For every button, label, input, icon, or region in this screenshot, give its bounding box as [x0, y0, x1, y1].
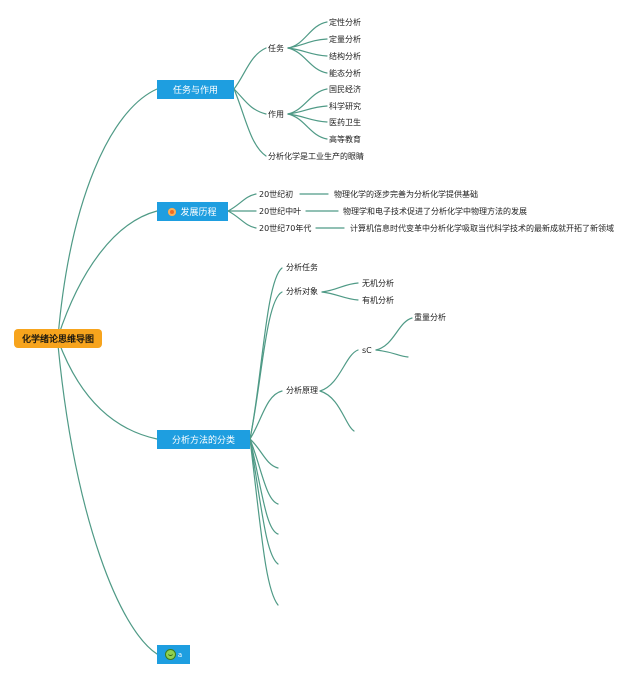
node-task-item-2[interactable]: 定量分析 [329, 35, 361, 44]
connector-root-methods [57, 339, 158, 440]
node-history-desc-3[interactable]: 计算机信息时代变革中分析化学吸取当代科学技术的最新成就开拓了新领域 [350, 224, 614, 233]
smiley-icon [164, 649, 176, 660]
node-method-task[interactable]: 分析任务 [286, 263, 318, 272]
branch-extra-label: a [177, 650, 183, 659]
connector-task-item-4 [287, 47, 328, 74]
branch-history-label: 发展历程 [180, 208, 217, 218]
connector-role-item-3 [287, 113, 328, 123]
node-role-item-1[interactable]: 国民经济 [329, 85, 361, 94]
node-method-object[interactable]: 分析对象 [286, 287, 318, 296]
connector-role-item-1 [287, 88, 328, 115]
node-principle-sc[interactable]: sC [362, 346, 372, 355]
connector-methods-stub-1 [249, 438, 279, 469]
node-object-inorganic[interactable]: 无机分析 [362, 279, 394, 288]
node-role-item-4[interactable]: 高等教育 [329, 135, 361, 144]
node-task[interactable]: 任务 [268, 44, 284, 53]
connector-tasks-task [233, 47, 267, 90]
connector-task-item-1 [287, 21, 328, 49]
node-task-item-3[interactable]: 结构分析 [329, 52, 361, 61]
branch-methods[interactable]: 分析方法的分类 [157, 430, 250, 449]
node-task-item-1[interactable]: 定性分析 [329, 18, 361, 27]
node-history-desc-2[interactable]: 物理学和电子技术促进了分析化学中物理方法的发展 [343, 207, 527, 216]
connector-history-1 [227, 193, 257, 212]
connector-methods-principle [249, 390, 283, 440]
connector-methods-stub-3 [249, 438, 279, 535]
connector-root-history [57, 210, 158, 338]
node-history-period-2[interactable]: 20世纪中叶 [259, 207, 302, 216]
connector-object-organic [321, 291, 359, 301]
connector-methods-object [249, 291, 283, 440]
connector-history-3 [227, 210, 257, 229]
connector-principle-stub [319, 390, 355, 432]
connector-tasks-eye [233, 88, 267, 157]
connector-tasks-role [233, 88, 267, 115]
branch-extra[interactable]: a [157, 645, 190, 664]
branch-history[interactable]: 发展历程 [157, 202, 228, 221]
connector-root-extra [57, 344, 158, 655]
connector-methods-stub-5 [249, 438, 279, 606]
connector-task-item-2 [287, 38, 328, 49]
node-task-item-4[interactable]: 能态分析 [329, 69, 361, 78]
node-history-period-3[interactable]: 20世纪70年代 [259, 224, 312, 233]
node-object-organic[interactable]: 有机分析 [362, 296, 394, 305]
node-gravimetric[interactable]: 重量分析 [414, 313, 446, 322]
connector-root-tasks [57, 88, 158, 338]
root-node[interactable]: 化学绪论思维导图 [14, 329, 102, 348]
connector-sc-gravimetric [375, 317, 413, 351]
connector-role-item-2 [287, 105, 328, 115]
connector-principle-sc [319, 349, 359, 392]
connector-methods-stub-4 [249, 438, 279, 565]
connector-sc-stub [375, 349, 409, 358]
connector-task-item-3 [287, 47, 328, 57]
node-role-item-2[interactable]: 科学研究 [329, 102, 361, 111]
connector-methods-stub-2 [249, 438, 279, 505]
node-history-desc-1[interactable]: 物理化学的逐步完善为分析化学提供基础 [334, 190, 478, 199]
history-emoji-icon [168, 207, 177, 216]
node-industry-eye[interactable]: 分析化学是工业生产的眼睛 [268, 152, 364, 161]
node-method-principle[interactable]: 分析原理 [286, 386, 318, 395]
node-role-item-3[interactable]: 医药卫生 [329, 118, 361, 127]
connector-object-inorganic [321, 282, 359, 293]
connector-role-item-4 [287, 113, 328, 140]
branch-tasks[interactable]: 任务与作用 [157, 80, 234, 99]
node-role[interactable]: 作用 [268, 110, 284, 119]
node-history-period-1[interactable]: 20世纪初 [259, 190, 294, 199]
